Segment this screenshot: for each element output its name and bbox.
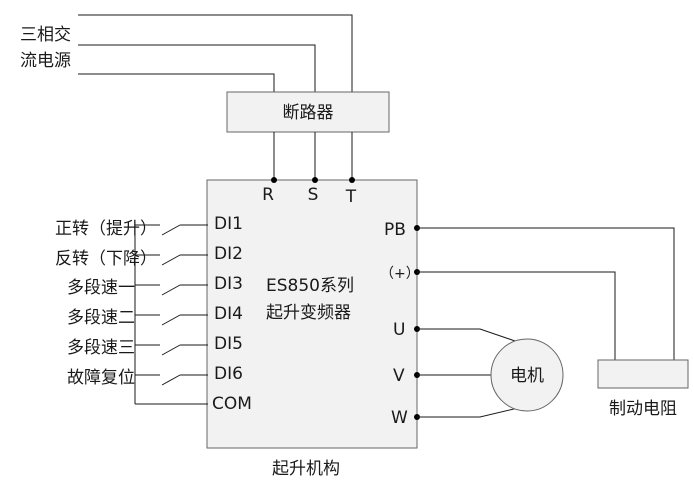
- di4-function-label: 多段速二: [67, 308, 135, 328]
- di1-terminal-label: DI1: [214, 214, 243, 234]
- terminal-r-label: R: [262, 185, 274, 205]
- motor-label: 电机: [510, 366, 544, 386]
- power-source-label-line1: 三相交: [20, 25, 71, 45]
- power-source-label-line2: 流电源: [20, 51, 71, 71]
- terminal-s-dot: [312, 177, 318, 183]
- di2-function-label: 反转（下降）: [55, 249, 157, 269]
- diagram-caption: 起升机构: [272, 459, 340, 479]
- di2-terminal-label: DI2: [214, 244, 243, 264]
- di5-function-label: 多段速三: [67, 338, 135, 358]
- breaker-box: [226, 91, 390, 133]
- terminal-v-label: V: [393, 366, 405, 386]
- motor-circle: [490, 338, 564, 412]
- di3-function-label: 多段速一: [67, 278, 135, 298]
- terminal-t-dot: [349, 177, 355, 183]
- di4-terminal-label: DI4: [214, 304, 243, 324]
- motor-wires: [417, 328, 519, 418]
- di-switches: [134, 224, 208, 405]
- pb-terminal-label: PB: [384, 220, 406, 240]
- di6-terminal-label: DI6: [214, 364, 243, 384]
- plus-terminal-label: （+）: [380, 266, 420, 282]
- breaker-output-wires: [273, 132, 353, 180]
- terminal-s-label: S: [308, 185, 319, 205]
- di6-function-label: 故障复位: [67, 368, 135, 388]
- com-terminal-label: COM: [212, 394, 252, 414]
- terminal-w-label: W: [391, 408, 408, 428]
- brake-resistor-wires: [417, 227, 675, 360]
- inverter-model: ES850系列: [266, 276, 354, 296]
- di1-function-label: 正转（提升）: [55, 219, 157, 239]
- supply-wires: [78, 14, 353, 92]
- terminal-t-label: T: [345, 187, 357, 207]
- di3-terminal-label: DI3: [214, 274, 243, 294]
- inverter-name: 起升变频器: [266, 303, 351, 323]
- brake-resistor-label: 制动电阻: [609, 399, 677, 419]
- brake-resistor-box: [597, 359, 689, 389]
- di5-terminal-label: DI5: [214, 334, 243, 354]
- terminal-u-label: U: [393, 320, 405, 340]
- breaker-label: 断路器: [283, 103, 334, 123]
- terminal-r-dot: [271, 177, 277, 183]
